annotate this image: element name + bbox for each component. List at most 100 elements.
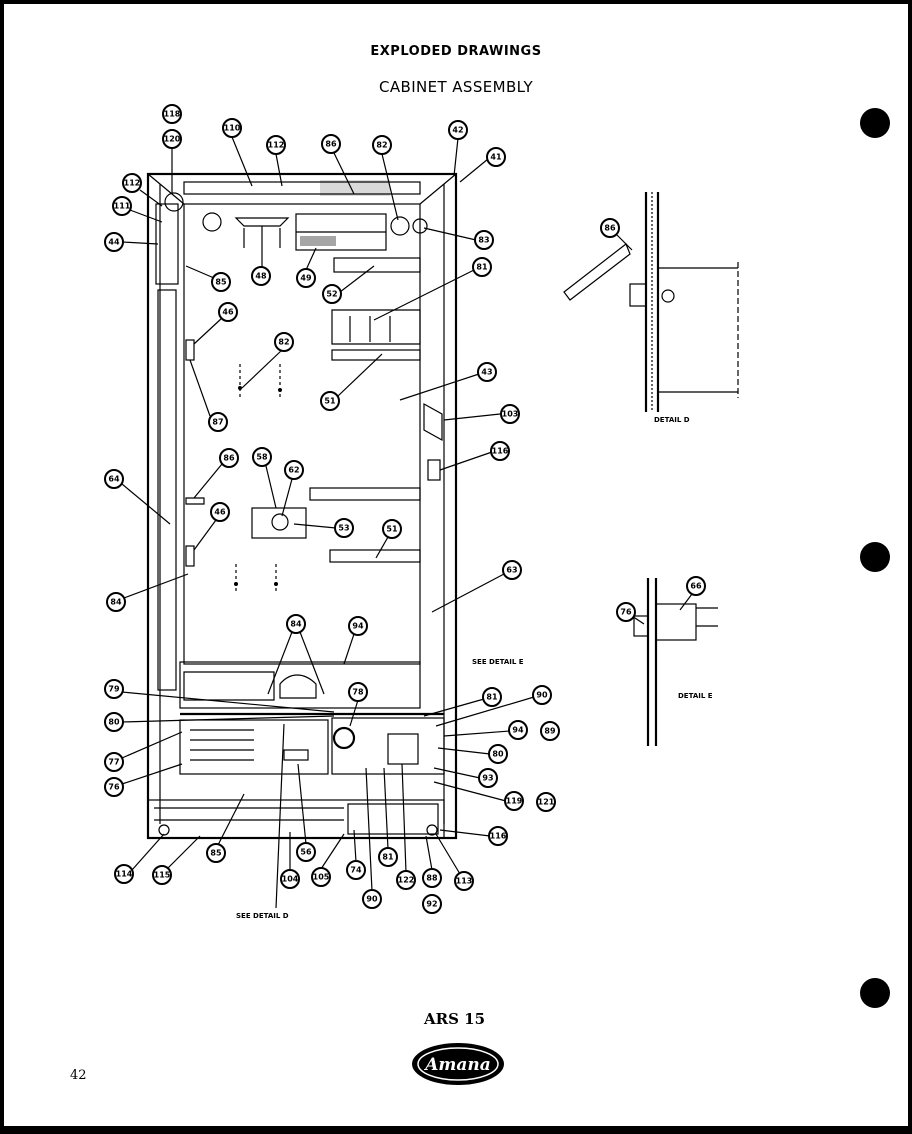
callout-number: 86 — [223, 454, 235, 463]
see-detail-d-label: SEE DETAIL D — [236, 912, 289, 920]
callout-79: 79 — [104, 679, 124, 699]
callout-number: 86 — [604, 224, 616, 233]
callout-number: 52 — [326, 290, 337, 299]
callout-52: 52 — [322, 284, 342, 304]
callout-number: 84 — [290, 620, 302, 629]
callout-circle — [472, 257, 492, 277]
callout-number: 48 — [255, 272, 267, 281]
callout-number: 82 — [278, 338, 289, 347]
callout-81: 81 — [378, 847, 398, 867]
callout-63: 63 — [502, 560, 522, 580]
callout-number: 84 — [110, 598, 122, 607]
baffle-panel — [179, 661, 421, 709]
callout-circle — [321, 134, 341, 154]
callout-number: 42 — [452, 126, 463, 135]
callout-circle — [488, 826, 508, 846]
callout-circle — [378, 847, 398, 867]
callout-number: 46 — [214, 508, 226, 517]
callout-circle — [311, 867, 331, 887]
callout-number: 119 — [506, 797, 523, 806]
callout-103: 103 — [500, 404, 520, 424]
callout-number: 94 — [512, 726, 524, 735]
callout-number: 74 — [350, 866, 362, 875]
callout-81: 81 — [482, 687, 502, 707]
callout-number: 121 — [538, 798, 555, 807]
callout-number: 41 — [490, 153, 502, 162]
callout-number: 122 — [398, 876, 415, 885]
callout-circle — [502, 560, 522, 580]
cabinet-liner — [183, 203, 421, 665]
callout-number: 113 — [456, 877, 473, 886]
leader-lines — [121, 136, 693, 909]
callout-81: 81 — [472, 257, 492, 277]
callout-41: 41 — [486, 147, 506, 167]
callout-84: 84 — [106, 592, 126, 612]
callout-104: 104 — [280, 869, 300, 889]
callout-number: 120 — [164, 135, 181, 144]
binder-hole-top — [860, 108, 890, 138]
callout-90: 90 — [362, 889, 382, 909]
callout-66: 66 — [686, 576, 706, 596]
callout-number: 103 — [502, 410, 519, 419]
callout-62: 62 — [284, 460, 304, 480]
callout-circle — [152, 865, 172, 885]
thermostat-bracket — [251, 507, 307, 539]
shelf-lower — [309, 487, 421, 501]
callout-number: 80 — [108, 718, 120, 727]
callout-circle — [296, 268, 316, 288]
callout-78: 78 — [348, 682, 368, 702]
shelf-middle — [331, 349, 421, 361]
page-title: EXPLODED DRAWINGS — [370, 44, 542, 59]
callout-number: 43 — [481, 368, 492, 377]
callout-circle — [104, 752, 124, 772]
callout-number: 78 — [352, 688, 364, 697]
callout-number: 49 — [300, 274, 312, 283]
callout-circle — [122, 173, 142, 193]
callout-number: 90 — [366, 895, 378, 904]
detail-e-drawing — [633, 578, 718, 746]
callout-circle — [162, 129, 182, 149]
callout-110: 110 — [222, 118, 242, 138]
callout-number: 80 — [492, 750, 504, 759]
callout-number: 64 — [108, 475, 120, 484]
callout-circle — [448, 120, 468, 140]
evaporator — [179, 719, 329, 775]
callout-circle — [478, 768, 498, 788]
callout-85: 85 — [211, 272, 231, 292]
callout-circle — [536, 792, 556, 812]
hinge-column — [155, 203, 179, 285]
callout-51: 51 — [382, 519, 402, 539]
callout-46: 46 — [218, 302, 238, 322]
callout-number: 85 — [210, 849, 222, 858]
callout-85: 85 — [206, 843, 226, 863]
callout-83: 83 — [474, 230, 494, 250]
callout-82: 82 — [372, 135, 392, 155]
callout-circle — [532, 685, 552, 705]
callout-105: 105 — [311, 867, 331, 887]
callout-number: 114 — [116, 870, 133, 879]
callout-80: 80 — [488, 744, 508, 764]
callout-44: 44 — [104, 232, 124, 252]
callout-number: 51 — [386, 525, 398, 534]
callout-56: 56 — [296, 842, 316, 862]
callout-116: 116 — [488, 826, 508, 846]
callout-circle — [348, 616, 368, 636]
callout-circle — [286, 614, 306, 634]
callout-circle — [114, 864, 134, 884]
callout-circle — [280, 869, 300, 889]
callout-51: 51 — [320, 391, 340, 411]
callout-circle — [362, 889, 382, 909]
binder-hole-bottom — [860, 978, 890, 1008]
callout-circle — [296, 842, 316, 862]
callout-circle — [477, 362, 497, 382]
callout-112: 112 — [266, 135, 286, 155]
callout-circle — [346, 860, 366, 880]
callout-circle — [320, 391, 340, 411]
callout-number: 88 — [426, 874, 438, 883]
callout-number: 56 — [300, 848, 312, 857]
callout-42: 42 — [448, 120, 468, 140]
callout-circle — [210, 502, 230, 522]
callout-circle — [112, 196, 132, 216]
callout-circle — [616, 602, 636, 622]
